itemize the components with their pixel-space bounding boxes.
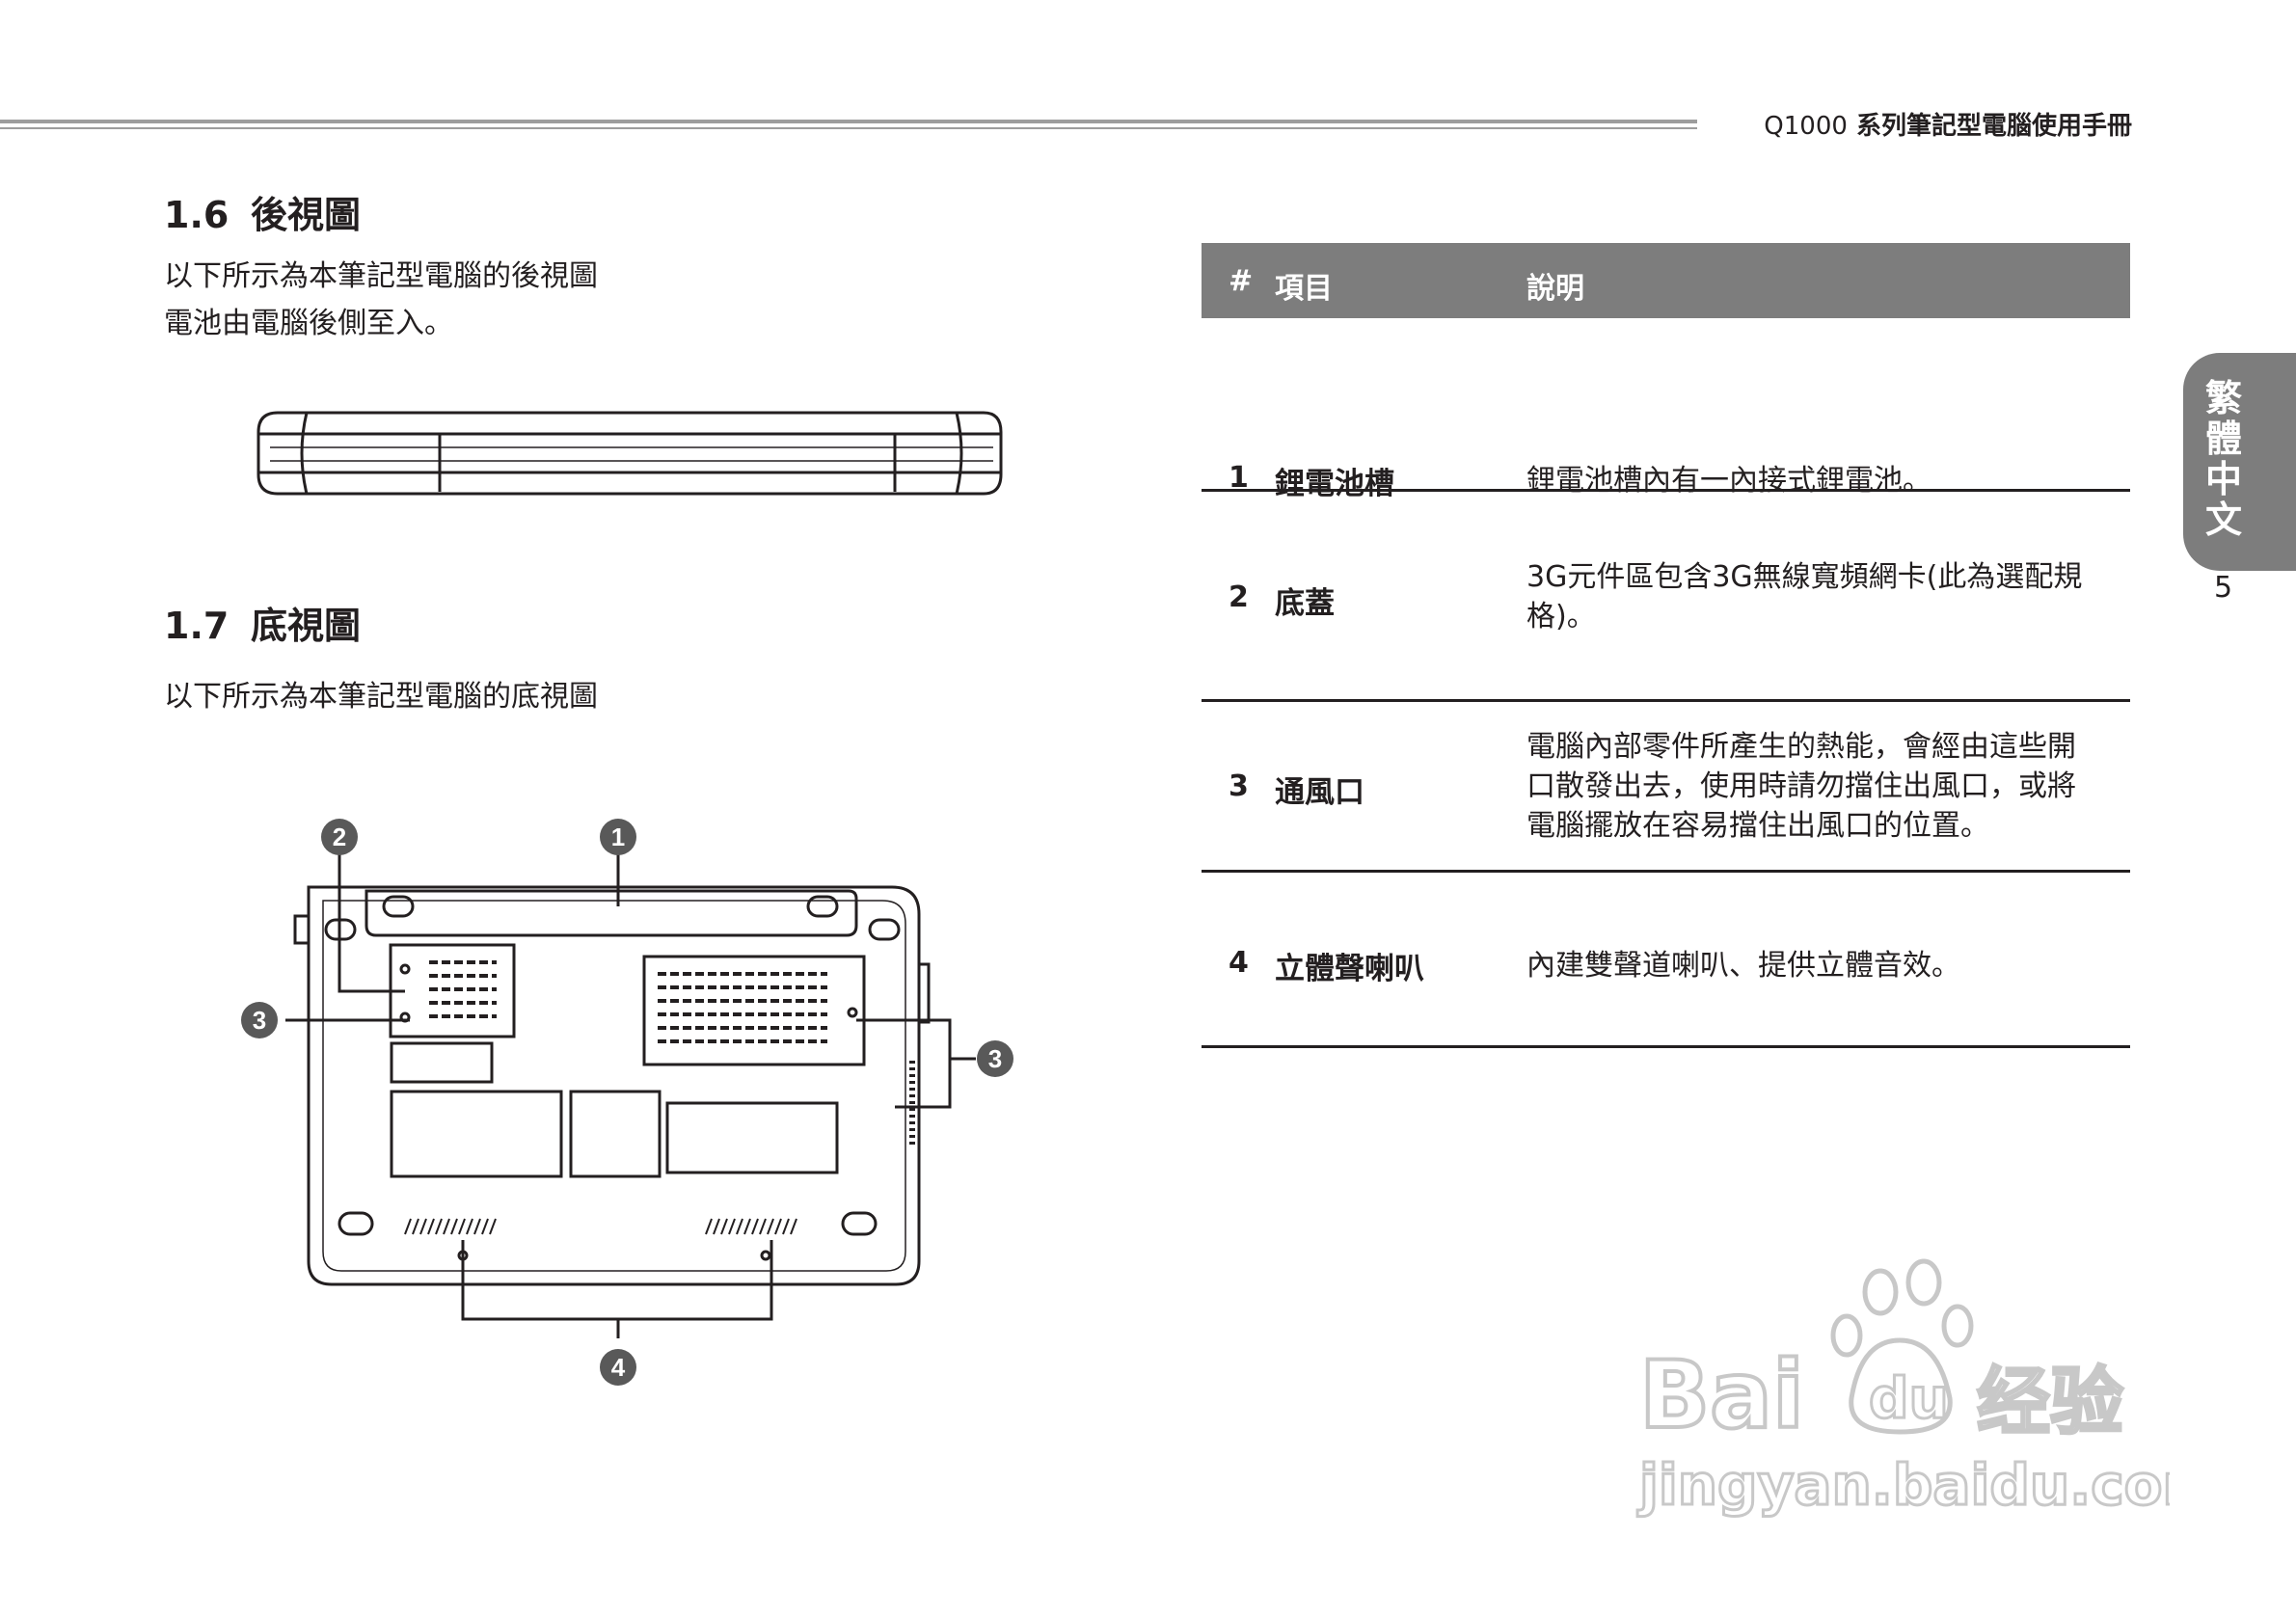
row-desc-line: 電腦擺放在容易擋住出風口的位置。 [1526,809,1989,843]
language-tab-char: 體 [2204,418,2242,460]
callout-2: 2 [321,819,358,855]
battery-outline [365,889,858,937]
row-item: 立體聲喇叭 [1275,952,1424,986]
svg-text:du: du [1869,1365,1949,1431]
row-item: 通風口 [1275,775,1364,810]
row-num: 2 [1229,580,1249,614]
row-num: 3 [1229,769,1249,803]
table-row: 3 通風口 電腦內部零件所產生的熱能，會經由這些開 口散發出去，使用時請勿擋住出… [1202,702,2130,873]
header-item: 項目 [1275,272,1333,306]
svg-text:Bai: Bai [1639,1341,1804,1449]
row-desc-line: 鋰電池槽內有一內接式鋰電池。 [1526,464,1931,498]
row-desc-line: 內建雙聲道喇叭、提供立體音效。 [1526,949,1960,983]
row-item: 鋰電池槽 [1275,467,1394,501]
callout-1: 1 [600,819,636,855]
callout-4: 4 [600,1349,636,1386]
row-num: 1 [1229,461,1249,495]
rear-view-illustration [257,411,1003,496]
section-rear-number: 1.6 [164,194,230,236]
language-tab-label: 繁 體 中 文 [2199,378,2249,540]
table-header: # 項目 說明 [1202,243,2130,318]
header-num: # [1229,264,1254,298]
component-table: # 項目 說明 1 鋰電池槽 鋰電池槽內有一內接式鋰電池。 2 底蓋 3G元件區… [1202,243,2130,1048]
laptop-bottom-outline [307,885,921,1286]
callout-label: 3 [253,1006,266,1035]
callout-3-left: 3 [241,1002,278,1038]
callout-label: 1 [611,822,625,851]
table-row: 2 底蓋 3G元件區包含3G無線寬頻網卡(此為選配規 格)。 [1202,492,2130,702]
bottom-view-illustration: 1 2 3 3 4 [241,819,1013,1386]
language-tab-char: 繁 [2204,377,2242,419]
callout-3-right: 3 [977,1040,1013,1077]
row-item: 底蓋 [1275,586,1335,621]
section-rear-line: 電池由電腦後側至入。 [164,307,453,340]
row-desc: 內建雙聲道喇叭、提供立體音效。 [1526,946,2124,985]
language-tab-char: 文 [2204,499,2242,541]
row-desc-line: 口散發出去，使用時請勿擋住出風口，或將 [1526,769,2076,803]
vent-panel-right [642,955,866,1066]
header-desc: 說明 [1526,272,1584,306]
section-bottom-number: 1.7 [164,605,230,647]
header-model: Q1000 [1764,112,1848,141]
row-desc-line: 電腦內部零件所產生的熱能，會經由這些開 [1526,730,2076,764]
section-bottom-title: 底視圖 [251,605,362,647]
section-rear-title: 後視圖 [251,194,362,236]
svg-text:经验: 经验 [1977,1359,2123,1444]
row-num: 4 [1229,946,1249,980]
row-desc: 鋰電池槽內有一內接式鋰電池。 [1526,461,2124,500]
section-bottom-heading: 1.7 底視圖 [164,596,361,649]
table-row: 1 鋰電池槽 鋰電池槽內有一內接式鋰電池。 [1202,318,2130,501]
page-number: 5 [2214,571,2233,605]
header-title: 系列筆記型電腦使用手冊 [1847,112,2132,141]
header-rule-top [0,120,1697,123]
language-tab-char: 中 [2204,458,2242,500]
row-desc-line: 格)。 [1526,600,1596,634]
callout-label: 2 [333,822,346,851]
svg-text:jingyan.baidu.com: jingyan.baidu.com [1637,1452,2170,1518]
baidu-watermark-logo: Bai du 经验 jingyan.baidu.com [1636,1258,2170,1520]
row-desc: 3G元件區包含3G無線寬頻網卡(此為選配規 格)。 [1526,557,2124,636]
row-desc-line: 3G元件區包含3G無線寬頻網卡(此為選配規 [1526,560,2083,594]
section-bottom-line: 以下所示為本筆記型電腦的底視圖 [164,680,598,714]
callout-label: 4 [611,1353,626,1382]
header-rule-bottom [0,127,1697,129]
section-rear-text: 以下所示為本筆記型電腦的後視圖 電池由電腦後側至入。 [164,253,598,347]
section-rear-heading: 1.6 後視圖 [164,185,361,238]
table-row: 4 立體聲喇叭 內建雙聲道喇叭、提供立體音效。 [1202,873,2130,1048]
callout-label: 3 [988,1044,1002,1073]
document-header: Q1000 系列筆記型電腦使用手冊 [1764,106,2132,142]
language-tab [2183,353,2296,571]
section-rear-line: 以下所示為本筆記型電腦的後視圖 [164,259,598,293]
row-desc: 電腦內部零件所產生的熱能，會經由這些開 口散發出去，使用時請勿擋住出風口，或將 … [1526,727,2124,846]
